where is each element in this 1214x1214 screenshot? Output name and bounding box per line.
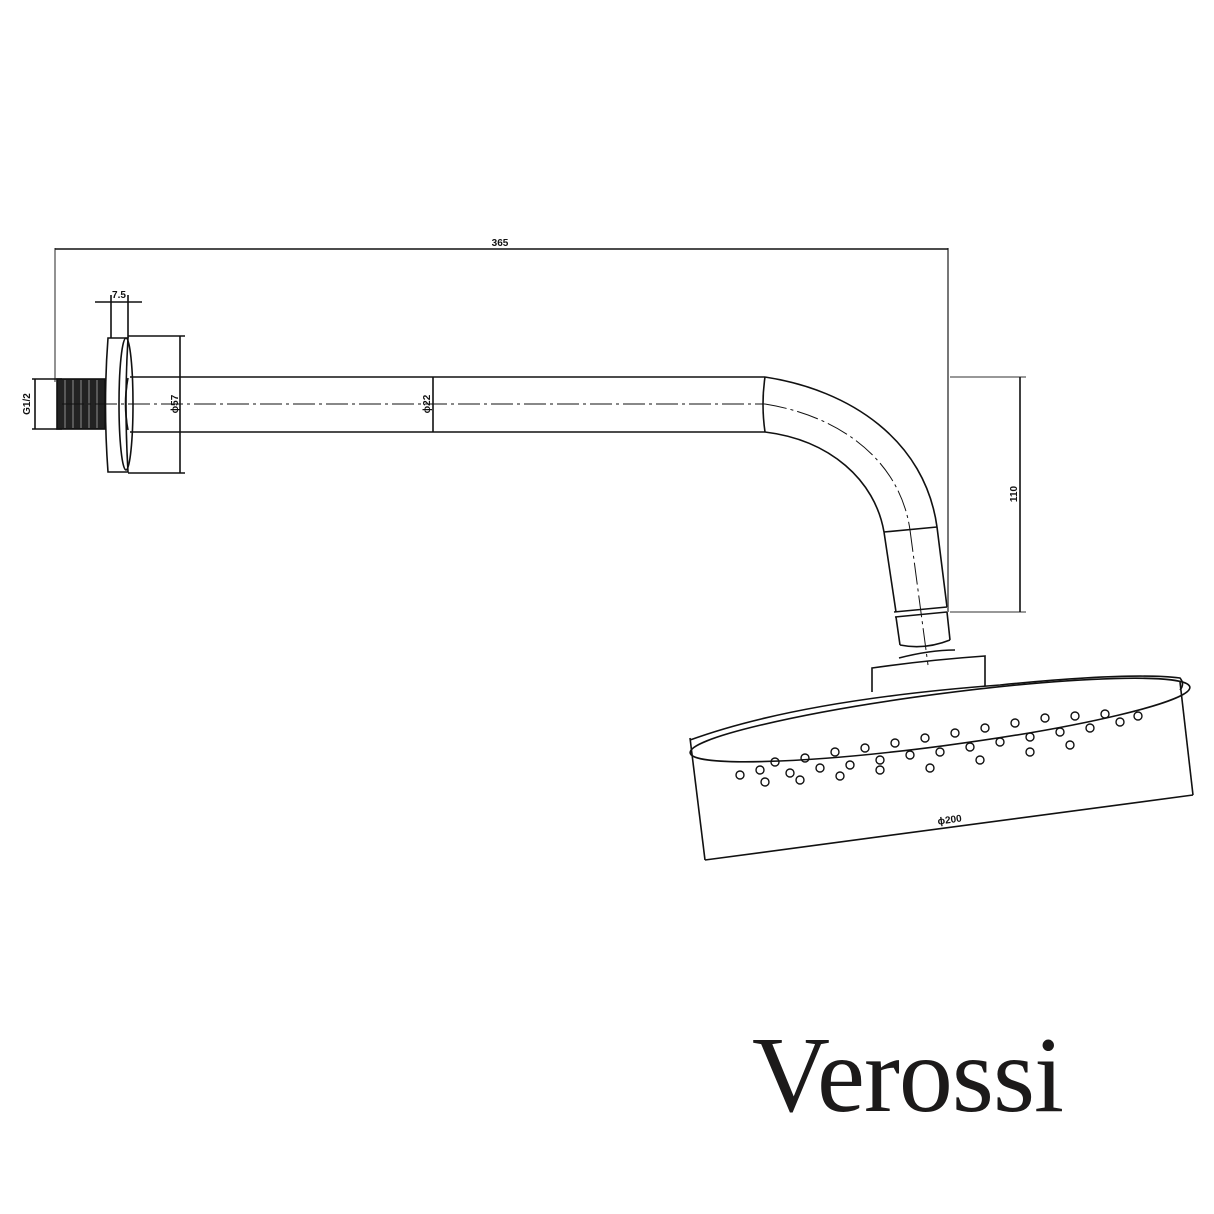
shower-arm bbox=[62, 376, 951, 666]
label-arm-diameter: ϕ22 bbox=[422, 394, 433, 413]
label-drop-height: 110 bbox=[1009, 485, 1020, 502]
wall-flange bbox=[104, 337, 134, 473]
label-head-diameter: ϕ200 bbox=[937, 813, 963, 827]
label-flange-thickness: 7.5 bbox=[112, 290, 126, 301]
shower-head bbox=[689, 649, 1194, 861]
label-thread: G1/2 bbox=[22, 393, 33, 415]
label-flange-diameter: ϕ57 bbox=[170, 394, 181, 413]
dimension-flange-thickness bbox=[95, 295, 142, 338]
dimension-drop-height bbox=[950, 376, 1026, 613]
dimension-overall-length bbox=[54, 248, 949, 612]
label-overall-length: 365 bbox=[492, 238, 509, 249]
brand-logo: Verossi bbox=[752, 1016, 1064, 1135]
